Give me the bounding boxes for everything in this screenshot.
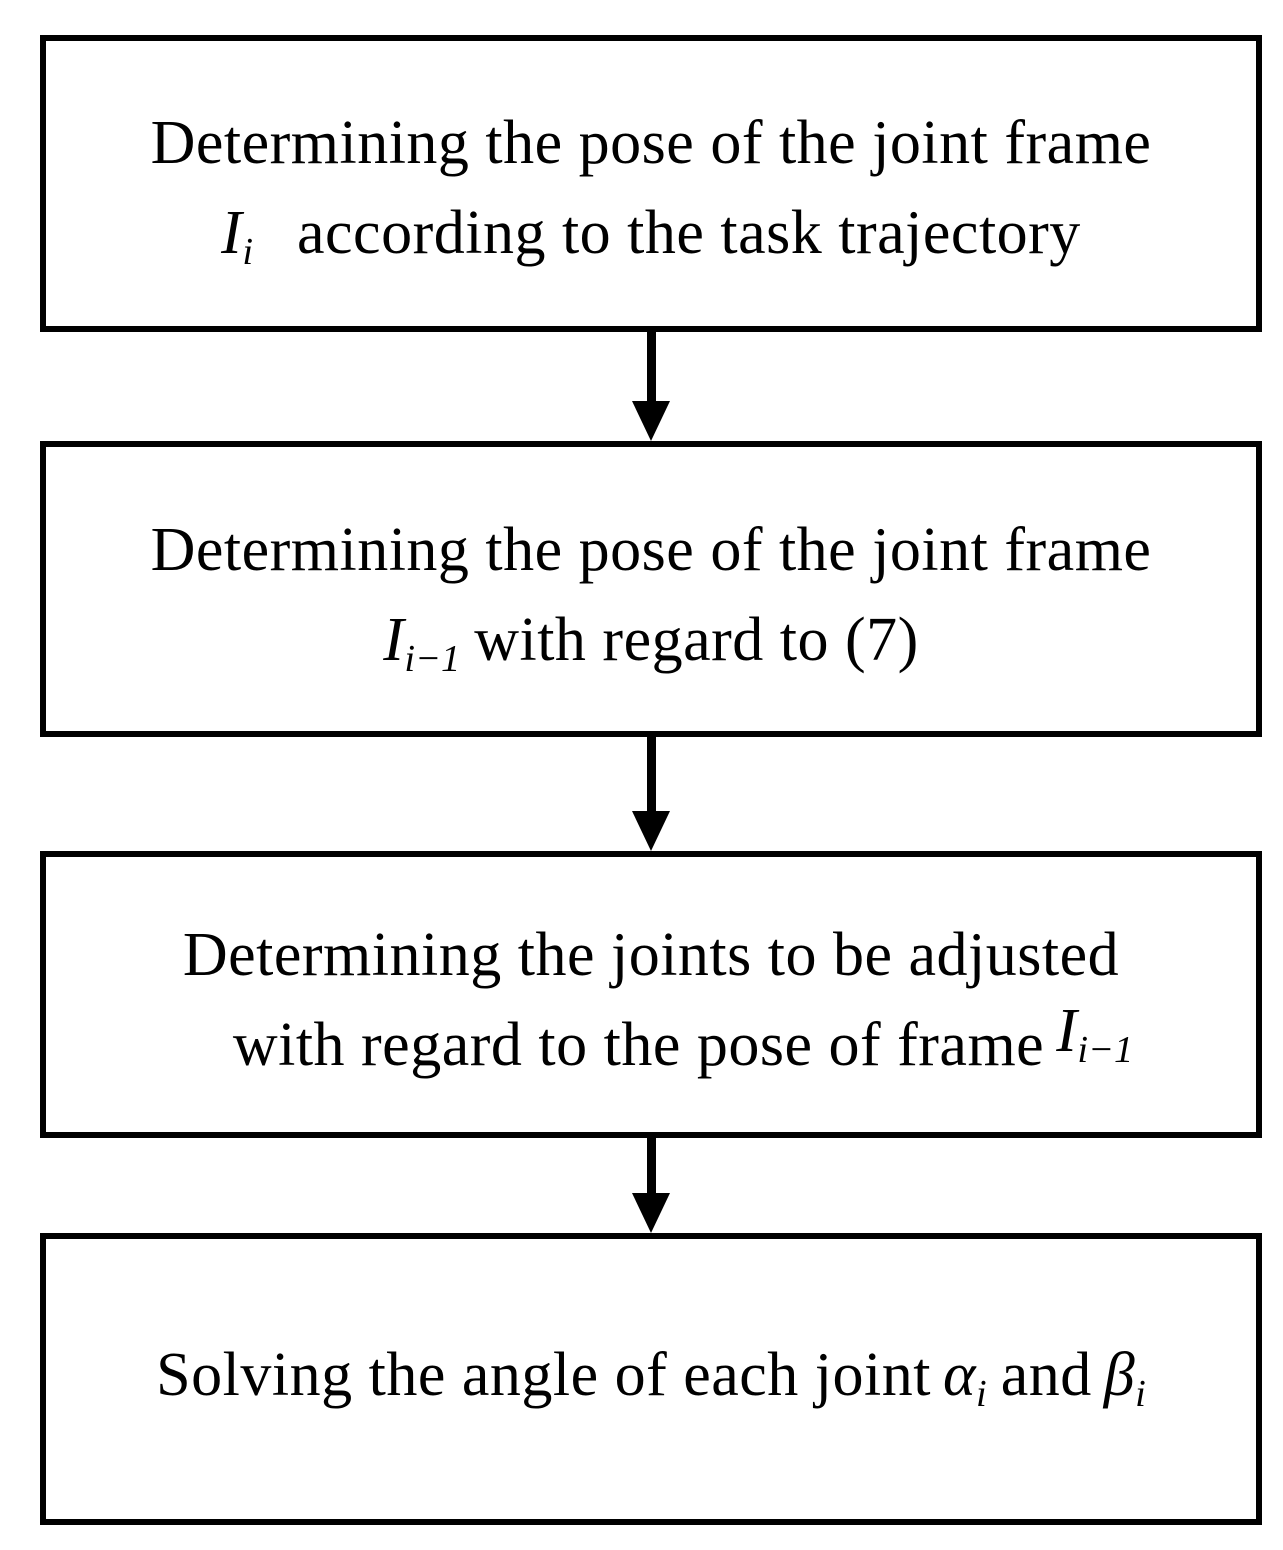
arrow-shaft	[646, 331, 656, 401]
flow-arrow-1	[632, 331, 670, 441]
step4-text: Solving the angle of each joint	[156, 1341, 931, 1409]
step3-line1: Determining the joints to be adjusted	[182, 920, 1120, 989]
flow-step-determine-joints: Determining the joints to be adjusted wi…	[40, 851, 1262, 1138]
step2-line2-text: with regard to (7)	[474, 606, 919, 674]
step1-line2-text: according to the task trajectory	[297, 198, 1081, 267]
math-symbol-I-i-1: Ii−1	[383, 606, 461, 680]
arrow-down-icon	[632, 1193, 670, 1233]
flow-step-determine-frame-ii-1: Determining the pose of the joint frame …	[40, 441, 1262, 737]
math-symbol-I-i: Ii	[221, 198, 254, 273]
step4-conjunction: and	[1000, 1341, 1092, 1409]
step1-line1: Determining the pose of the joint frame	[150, 108, 1152, 177]
flow-arrow-3	[632, 1138, 670, 1233]
step2-line1: Determining the pose of the joint frame	[150, 516, 1152, 584]
flow-arrow-2	[632, 737, 670, 851]
arrow-shaft	[646, 737, 656, 811]
math-symbol-I-i-1: Ii−1	[1056, 996, 1134, 1071]
arrow-down-icon	[632, 401, 670, 441]
math-symbol-alpha-i: αi	[942, 1341, 987, 1415]
arrow-down-icon	[632, 811, 670, 851]
flow-step-determine-frame-ii: Determining the pose of the joint frame …	[40, 35, 1262, 332]
step1-line2: Ii according to the task trajectory	[221, 188, 1081, 286]
math-symbol-beta-i: βi	[1103, 1341, 1146, 1415]
step3-line2-text: with regard to the pose of frame	[232, 1010, 1045, 1079]
arrow-shaft	[646, 1138, 656, 1193]
